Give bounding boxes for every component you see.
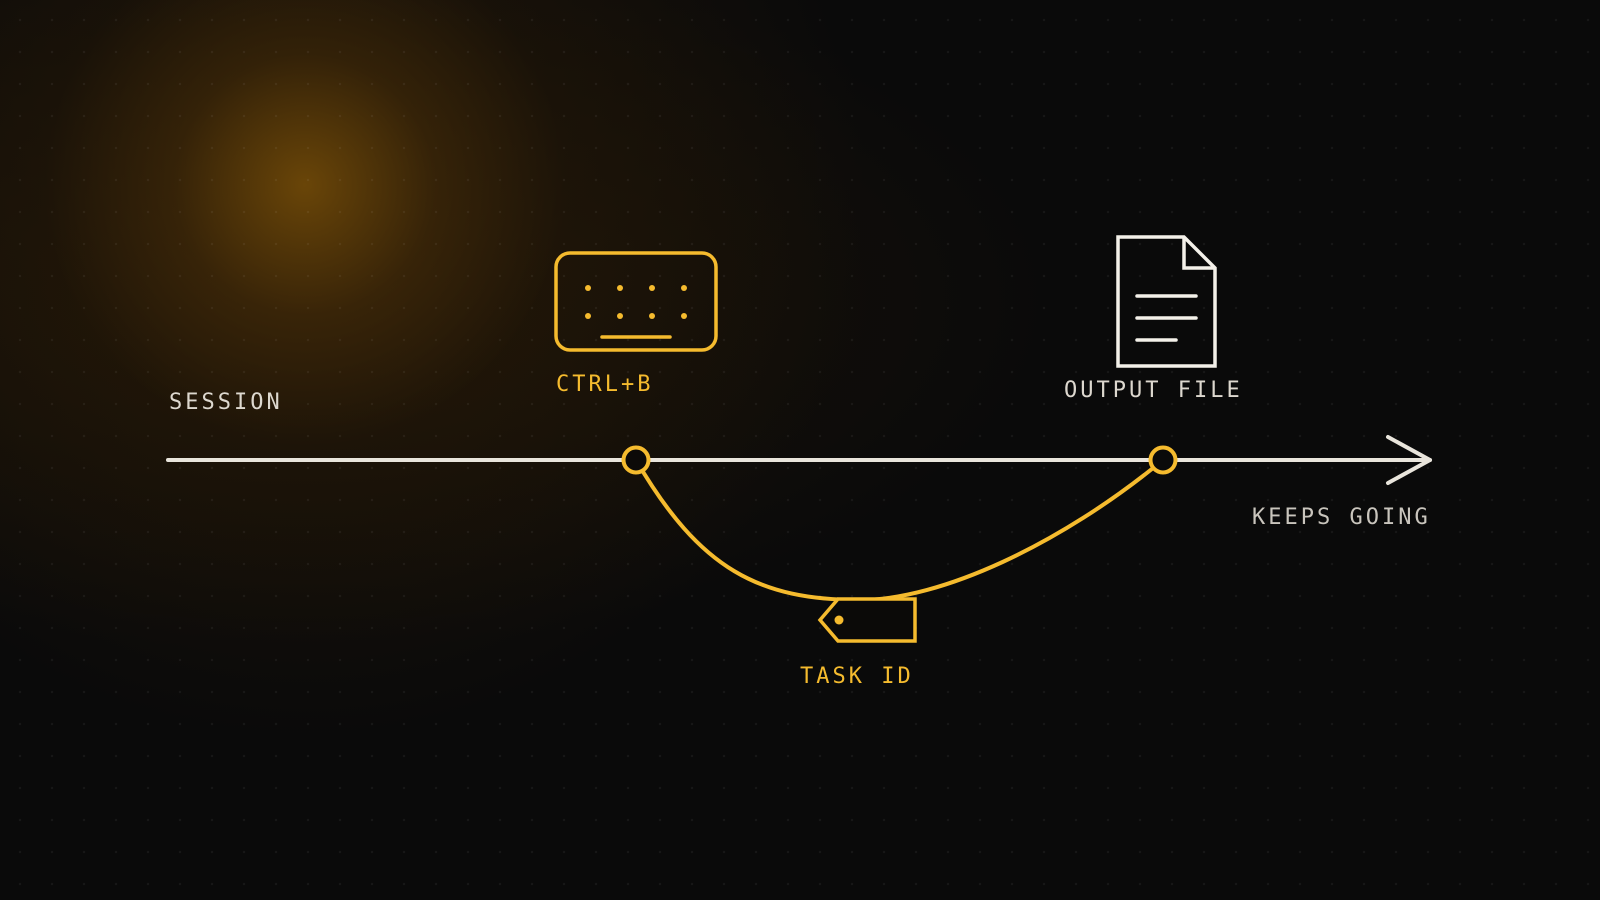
branch-start-node bbox=[621, 445, 651, 475]
task-id-label: TASK ID bbox=[800, 664, 914, 689]
tag-icon bbox=[817, 597, 917, 643]
branch-merge-node bbox=[1148, 445, 1178, 475]
session-label: SESSION bbox=[169, 390, 283, 415]
document-icon bbox=[1116, 235, 1217, 368]
shortcut-label: CTRL+B bbox=[556, 372, 653, 397]
keeps-going-label: KEEPS GOING bbox=[1252, 505, 1431, 530]
background-branch-curve bbox=[634, 458, 1165, 603]
keyboard-icon bbox=[554, 251, 718, 352]
output-file-label: OUTPUT FILE bbox=[1064, 378, 1243, 403]
timeline-arrowhead-icon bbox=[1386, 435, 1432, 485]
